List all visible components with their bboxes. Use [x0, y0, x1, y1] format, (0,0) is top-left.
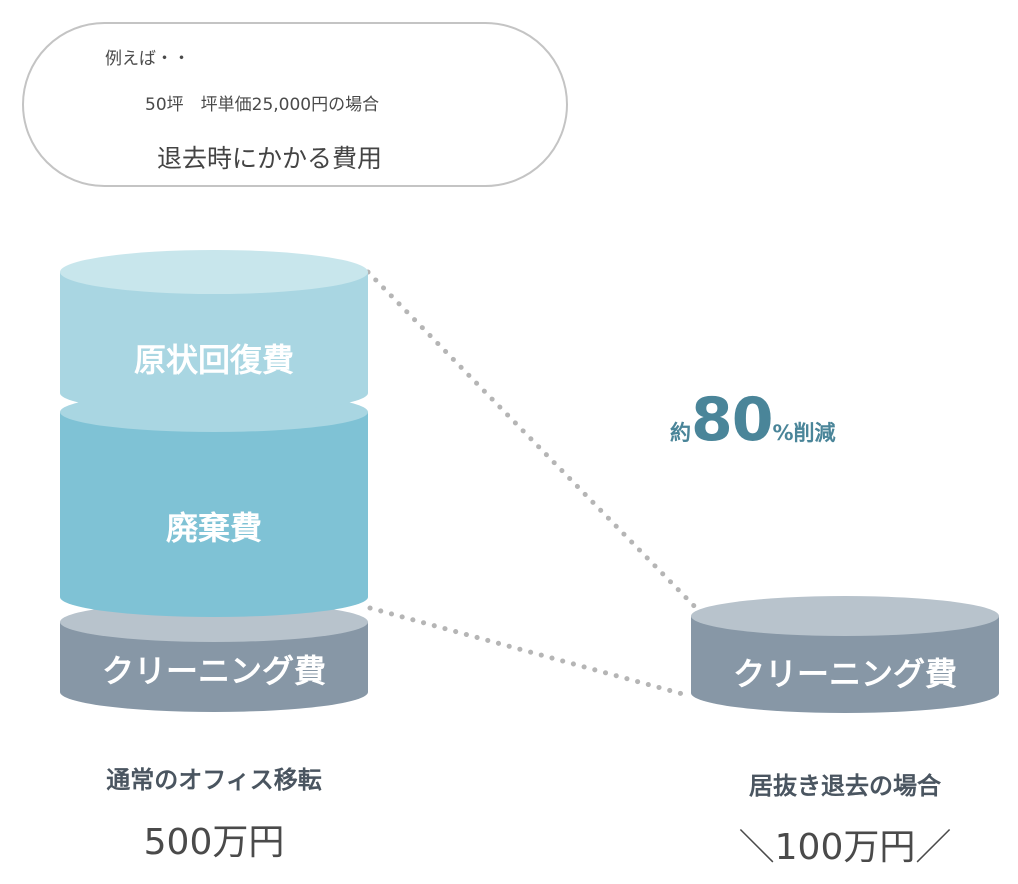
connector-bottom-line: [367, 605, 693, 699]
connector-top-line: [365, 269, 703, 615]
cylinder-segment-restoration: [60, 250, 368, 413]
normal-move-amount: 500万円: [143, 822, 285, 863]
label-restoration: 原状回復費: [133, 341, 294, 379]
cylinder-right-cleaning: [691, 596, 999, 713]
reduction-prefix: 約: [670, 421, 691, 445]
reduction-suffix: %削減: [772, 421, 836, 445]
header-pill: [22, 22, 568, 187]
sublease-exit-amount: ＼100万円／: [738, 827, 952, 868]
normal-move-caption: 通常のオフィス移転: [106, 766, 322, 794]
condition-text: 50坪 坪単価25,000円の場合: [145, 95, 380, 115]
example-label: 例えば・・: [105, 49, 190, 69]
label-cleaning-left: クリーニング費: [101, 652, 326, 690]
header-title: 退去時にかかる費用: [157, 144, 383, 173]
reduction-badge: 約80%削減: [670, 385, 836, 455]
label-cleaning-right: クリーニング費: [732, 655, 957, 693]
reduction-value: 80: [691, 385, 773, 455]
sublease-exit-caption: 居抜き退去の場合: [749, 772, 941, 800]
label-disposal: 廃棄費: [165, 509, 262, 547]
